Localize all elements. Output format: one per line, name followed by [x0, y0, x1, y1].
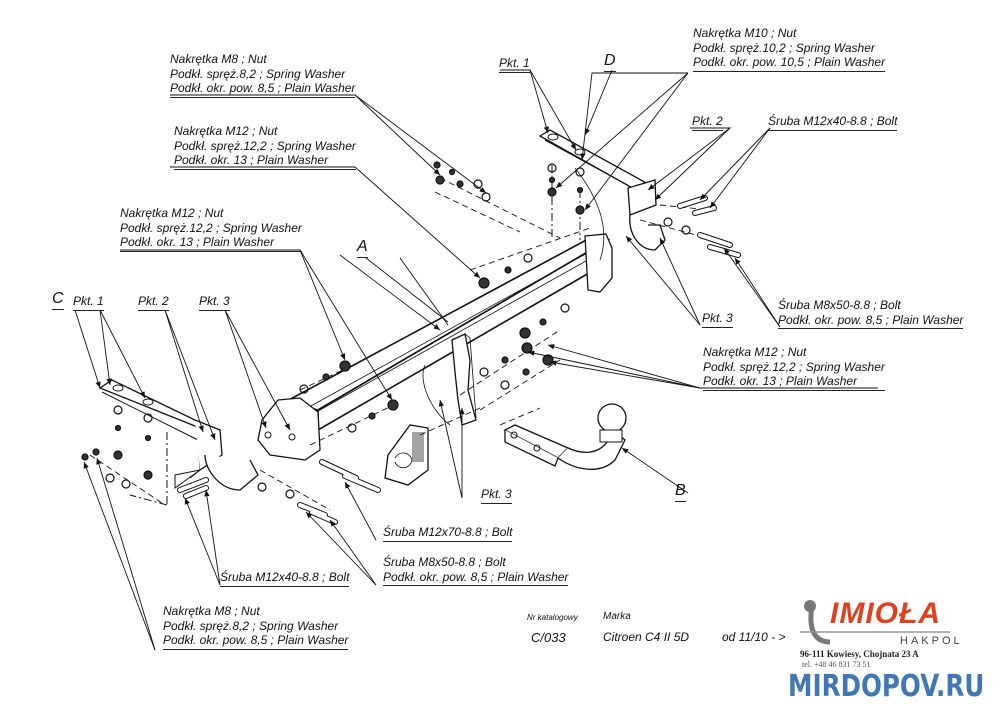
- make-value: Citroen C4 II 5D: [603, 630, 690, 644]
- callout-bolt-m8x50-right: Śruba M8x50-8.8 ; Bolt Podkł. okr. pow. …: [778, 298, 964, 329]
- pkt-1-left: Pkt. 1: [73, 294, 104, 311]
- callout-line: Podkł. spręż.12,2 ; Spring Washer: [703, 359, 885, 374]
- callout-line: Podkł. okr. 13 ; Plain Washer: [120, 235, 275, 249]
- electrical-socket-plate: [384, 424, 429, 486]
- catalog-number: C/033: [531, 630, 566, 645]
- ball-neck-b: [503, 403, 627, 470]
- catalog-number-label: Nr katalogowy: [527, 613, 578, 622]
- part-label-b: B: [675, 482, 686, 502]
- callout-line: Podkł. okr. pow. 10,5 ; Plain Washer: [693, 55, 886, 69]
- callout-line: Nakrętka M12 ; Nut: [703, 345, 807, 359]
- watermark: MIRDOPOV.RU: [788, 669, 985, 704]
- pkt-2-left: Pkt. 2: [138, 294, 169, 311]
- callout-line: Podkł. okr. 13 ; Plain Washer: [174, 153, 329, 167]
- crossbar-a: [257, 233, 613, 461]
- callout-line: Podkł. okr. pow. 8,5 ; Plain Washer: [170, 81, 356, 95]
- callout-line: Podkł. spręż.10,2 ; Spring Washer: [693, 40, 875, 55]
- pkt-1-top: Pkt. 1: [499, 56, 530, 73]
- callout-bolt-m12x70: Śruba M12x70-8.8 ; Bolt: [383, 525, 513, 542]
- callout-bolt-m12x40-right: Śruba M12x40-8.8 ; Bolt: [768, 114, 898, 131]
- callout-line: Podkł. okr. 13 ; Plain Washer: [703, 374, 858, 388]
- callout-line: Śruba M8x50-8.8 ; Bolt: [778, 298, 901, 312]
- callout-line: Podkł. spręż.12,2 ; Spring Washer: [174, 138, 356, 153]
- callout-line: Podkł. spręż.8,2 ; Spring Washer: [163, 618, 339, 633]
- callout-line: Nakrętka M10 ; Nut: [693, 26, 797, 40]
- callout-line: Podkł. spręż.12,2 ; Spring Washer: [120, 220, 302, 235]
- callout-line: Nakrętka M12 ; Nut: [174, 124, 278, 138]
- callout-nut-m12-a: Nakrętka M12 ; Nut Podkł. spręż.12,2 ; S…: [174, 124, 356, 170]
- brand-logo-subtitle: HAKPOL: [900, 635, 963, 647]
- callout-line: Podkł. spręż.8,2 ; Spring Washer: [170, 66, 346, 81]
- callout-line: Podkł. okr. pow. 8,5 ; Plain Washer: [383, 569, 569, 584]
- callout-line: Nakrętka M12 ; Nut: [120, 206, 224, 220]
- pkt-2-top: Pkt. 2: [692, 114, 723, 131]
- part-label-a: A: [357, 238, 368, 258]
- leader-lines: [74, 69, 878, 651]
- pkt-3-right: Pkt. 3: [702, 311, 733, 328]
- company-address: 96-111 Kowiesy, Chojnata 23 A: [800, 649, 919, 659]
- callout-line: Podkł. okr. pow. 8,5 ; Plain Washer: [778, 312, 964, 327]
- callout-line: Nakrętka M8 ; Nut: [170, 52, 267, 66]
- callout-bolt-m8x50-bottom: Śruba M8x50-8.8 ; Bolt Podkł. okr. pow. …: [383, 555, 569, 586]
- fasteners: [81, 161, 741, 525]
- pkt-3-left: Pkt. 3: [199, 294, 230, 311]
- callout-line: Nakrętka M8 ; Nut: [163, 604, 260, 618]
- company-phone: tel. +48 46 831 73 51: [802, 660, 871, 669]
- callout-bolt-m12x40-bottom: Śruba M12x40-8.8 ; Bolt: [220, 570, 350, 587]
- callout-nut-m8-bottom: Nakrętka M8 ; Nut Podkł. spręż.8,2 ; Spr…: [163, 604, 349, 650]
- callout-nut-m8-top: Nakrętka M8 ; Nut Podkł. spręż.8,2 ; Spr…: [170, 52, 356, 98]
- callout-nut-m12-b: Nakrętka M12 ; Nut Podkł. spręż.12,2 ; S…: [120, 206, 302, 252]
- make-label: Marka: [603, 611, 631, 622]
- part-label-c: C: [52, 290, 64, 310]
- callout-nut-m10: Nakrętka M10 ; Nut Podkł. spręż.10,2 ; S…: [693, 26, 886, 72]
- date-range: od 11/10 - >: [722, 630, 786, 644]
- callout-nut-m12-right: Nakrętka M12 ; Nut Podkł. spręż.12,2 ; S…: [703, 345, 885, 391]
- bracket-c: [98, 379, 259, 506]
- pkt-3-bottom: Pkt. 3: [481, 487, 512, 504]
- logo-hook-graphic: [800, 600, 950, 645]
- brand-logo-text: IMIOŁA: [830, 597, 941, 630]
- part-label-d: D: [604, 52, 616, 72]
- callout-line: Śruba M8x50-8.8 ; Bolt: [383, 555, 506, 569]
- callout-line: Podkł. okr. pow. 8,5 ; Plain Washer: [163, 633, 349, 647]
